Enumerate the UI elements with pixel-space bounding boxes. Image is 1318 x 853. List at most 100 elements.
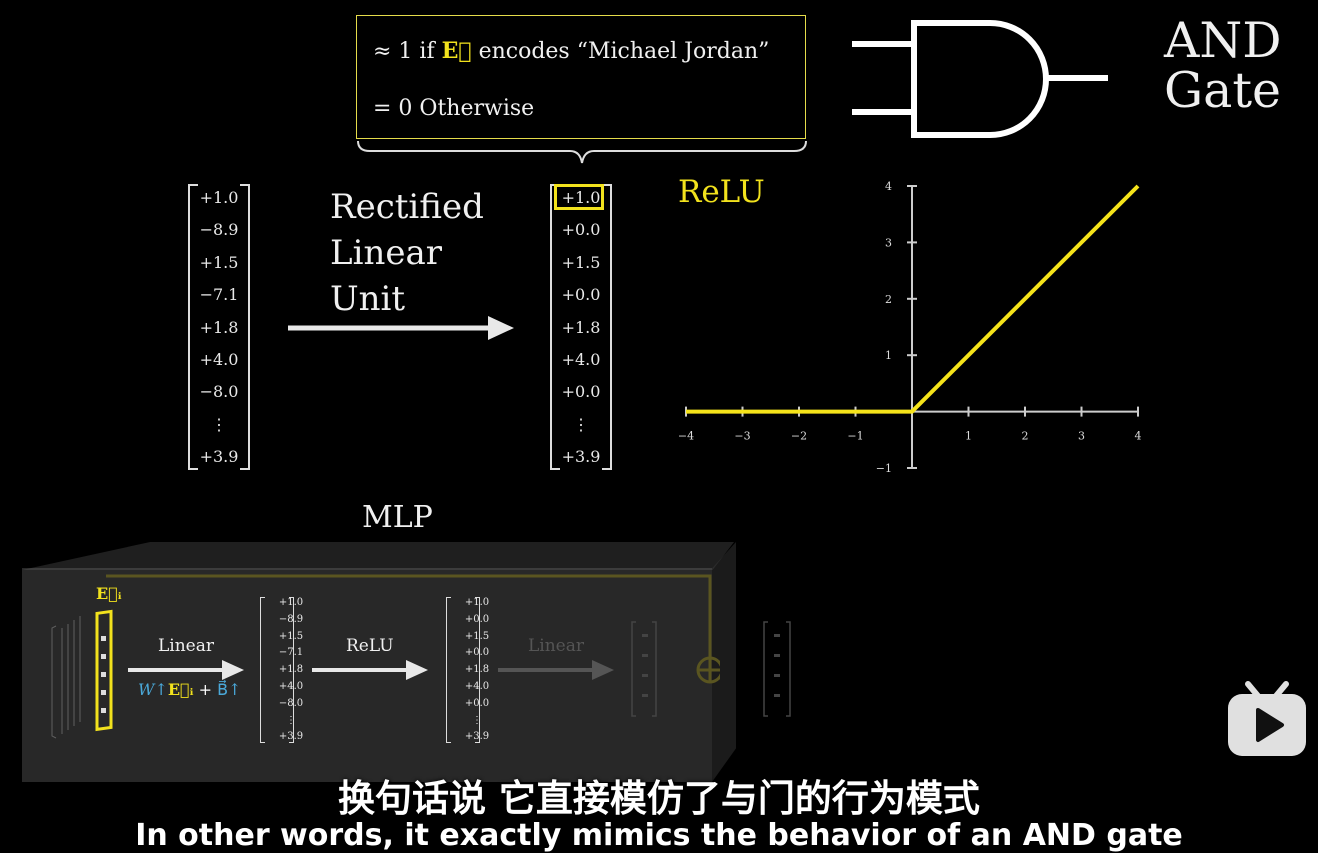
callout-line-2: = 0 Otherwise xyxy=(373,96,535,121)
vector-cell: −7.1 xyxy=(278,647,304,659)
input-vector: +1.0 −8.9 +1.5 −7.1 +1.8 +4.0 −8.0 ⋮ +3.9 xyxy=(188,184,250,470)
vector-cell: +0.0 xyxy=(561,285,601,305)
callout-line-1: ≈ 1 if E⃗ encodes “Michael Jordan” xyxy=(373,38,769,64)
faded-output-vectors xyxy=(631,621,791,717)
residual-connector xyxy=(106,574,720,684)
x-tick-label: 1 xyxy=(965,430,972,443)
right-arrow-icon xyxy=(288,316,514,340)
and-gate-label-line1: AND xyxy=(1164,12,1282,69)
vector-cell: ⋮ xyxy=(286,714,296,726)
x-tick-label: −2 xyxy=(791,430,807,443)
y-tick-label: 1 xyxy=(885,349,892,362)
relu-series-line xyxy=(686,184,1140,414)
vector-cell: +1.5 xyxy=(464,630,490,642)
right-bracket xyxy=(602,184,612,470)
right-bracket xyxy=(289,597,294,743)
linear-arrow-icon xyxy=(128,660,244,680)
callout-prefix: ≈ 1 if xyxy=(373,39,442,64)
and-gate-label: AND Gate xyxy=(1164,16,1282,116)
and-gate-label-line2: Gate xyxy=(1164,62,1282,119)
vector-cell: +0.0 xyxy=(464,647,490,659)
mlp-activated-vector: +1.0 +0.0 +1.5 +0.0 +1.8 +4.0 +0.0 ⋮ +3.9 xyxy=(446,597,489,743)
vector-cell: −8.9 xyxy=(199,220,239,240)
plus-symbol: + xyxy=(193,680,218,699)
vector-cell: +1.8 xyxy=(199,317,239,337)
x-tick-label: 4 xyxy=(1135,430,1142,443)
vector-cell: +1.0 xyxy=(199,188,239,207)
left-bracket xyxy=(260,597,265,743)
relu-description-line3: Unit xyxy=(330,279,406,319)
faded-linear-arrow-icon xyxy=(498,660,614,680)
vector-cell: +0.0 xyxy=(561,220,601,240)
weight-matrix-symbol: W↑ xyxy=(138,680,168,699)
x-tick-label: −1 xyxy=(847,430,863,443)
vector-cell: +3.9 xyxy=(199,447,239,467)
mlp-title: MLP xyxy=(362,500,433,535)
vector-cell: +1.8 xyxy=(464,664,490,676)
embedding-matrix xyxy=(51,609,113,739)
embedding-vector-symbol: E⃗ xyxy=(441,38,472,64)
vector-cell: +3.9 xyxy=(464,731,490,743)
embedding-label: E⃗ᵢ xyxy=(96,584,122,603)
vector-cell: −8.0 xyxy=(199,382,239,402)
vector-cell: +1.8 xyxy=(278,664,304,676)
vector-cell: +1.5 xyxy=(278,630,304,642)
embedding-symbol: E⃗ᵢ xyxy=(167,680,194,699)
left-bracket xyxy=(188,184,198,470)
output-vector: +1.0+0.0+1.5+0.0+1.8+4.0+0.0⋮+3.9 xyxy=(550,184,612,470)
vector-cell: +1.5 xyxy=(199,252,239,272)
relu-description-line2: Linear xyxy=(330,233,442,273)
mlp-box-top-face xyxy=(22,542,734,570)
y-tick-label: 2 xyxy=(885,293,892,306)
linear-formula: W↑E⃗ᵢ + B⃗↑ xyxy=(138,680,241,699)
relu-chart: −4 −3 −2 −1 1 2 3 4 −1 1 2 3 4 xyxy=(678,180,1142,475)
vector-cell: +4.0 xyxy=(199,350,239,369)
left-bracket xyxy=(446,597,451,743)
subtitle-chinese: 换句话说 它直接模仿了与门的行为模式 xyxy=(338,777,980,820)
relu-label: ReLU xyxy=(346,636,394,656)
relu-description-line1: Rectified xyxy=(330,187,484,227)
relu-description: Rectified Linear Unit xyxy=(330,184,484,322)
vector-cell: +3.9 xyxy=(561,447,601,467)
vector-cell: ⋮ xyxy=(472,714,482,726)
vector-cell: −8.9 xyxy=(278,613,304,625)
and-gate-icon xyxy=(852,20,1108,138)
vector-cell: +0.0 xyxy=(464,613,490,625)
vector-cell: +4.0 xyxy=(561,350,601,369)
linear-label: Linear xyxy=(158,636,214,656)
faded-linear-label: Linear xyxy=(528,636,584,656)
callout-suffix: encodes “Michael Jordan” xyxy=(471,39,770,64)
x-tick-label: 3 xyxy=(1078,430,1085,443)
vector-cell: +1.8 xyxy=(561,317,601,337)
vector-cell: ⋮ xyxy=(211,414,227,434)
vector-cell: +1.0 xyxy=(464,597,490,608)
x-tick-label: −4 xyxy=(678,430,694,443)
vector-cell: −8.0 xyxy=(278,697,304,709)
y-tick-label: 3 xyxy=(885,236,892,249)
vector-cell: −7.1 xyxy=(199,285,239,305)
vector-cell: +0.0 xyxy=(464,697,490,709)
y-tick-label: 4 xyxy=(885,180,892,193)
highlight-box xyxy=(554,184,604,210)
vector-cell: +4.0 xyxy=(278,681,304,692)
bias-vector-symbol: B⃗↑ xyxy=(217,680,242,699)
relu-arrow-icon xyxy=(312,660,428,680)
y-tick-label: −1 xyxy=(876,462,892,475)
curly-brace xyxy=(357,140,807,164)
right-bracket xyxy=(475,597,480,743)
vector-cell: +4.0 xyxy=(464,681,490,692)
vector-cell: +0.0 xyxy=(561,382,601,402)
vector-cell: ⋮ xyxy=(573,414,589,434)
vector-cell: +1.0 xyxy=(561,188,601,207)
subtitle-english: In other words, it exactly mimics the be… xyxy=(135,818,1183,853)
right-bracket xyxy=(240,184,250,470)
condition-callout: ≈ 1 if E⃗ encodes “Michael Jordan” = 0 O… xyxy=(356,15,806,139)
bilibili-tv-icon xyxy=(1228,681,1306,756)
relu-plot-title: ReLU xyxy=(678,174,765,210)
mlp-hidden-vector: +1.0 −8.9 +1.5 −7.1 +1.8 +4.0 −8.0 ⋮ +3.9 xyxy=(260,597,303,743)
x-tick-label: 2 xyxy=(1022,430,1029,443)
vector-cell: +1.0 xyxy=(278,597,304,608)
x-tick-label: −3 xyxy=(734,430,750,443)
vector-cell: +3.9 xyxy=(278,731,304,743)
mlp-box-side-face xyxy=(712,542,736,782)
